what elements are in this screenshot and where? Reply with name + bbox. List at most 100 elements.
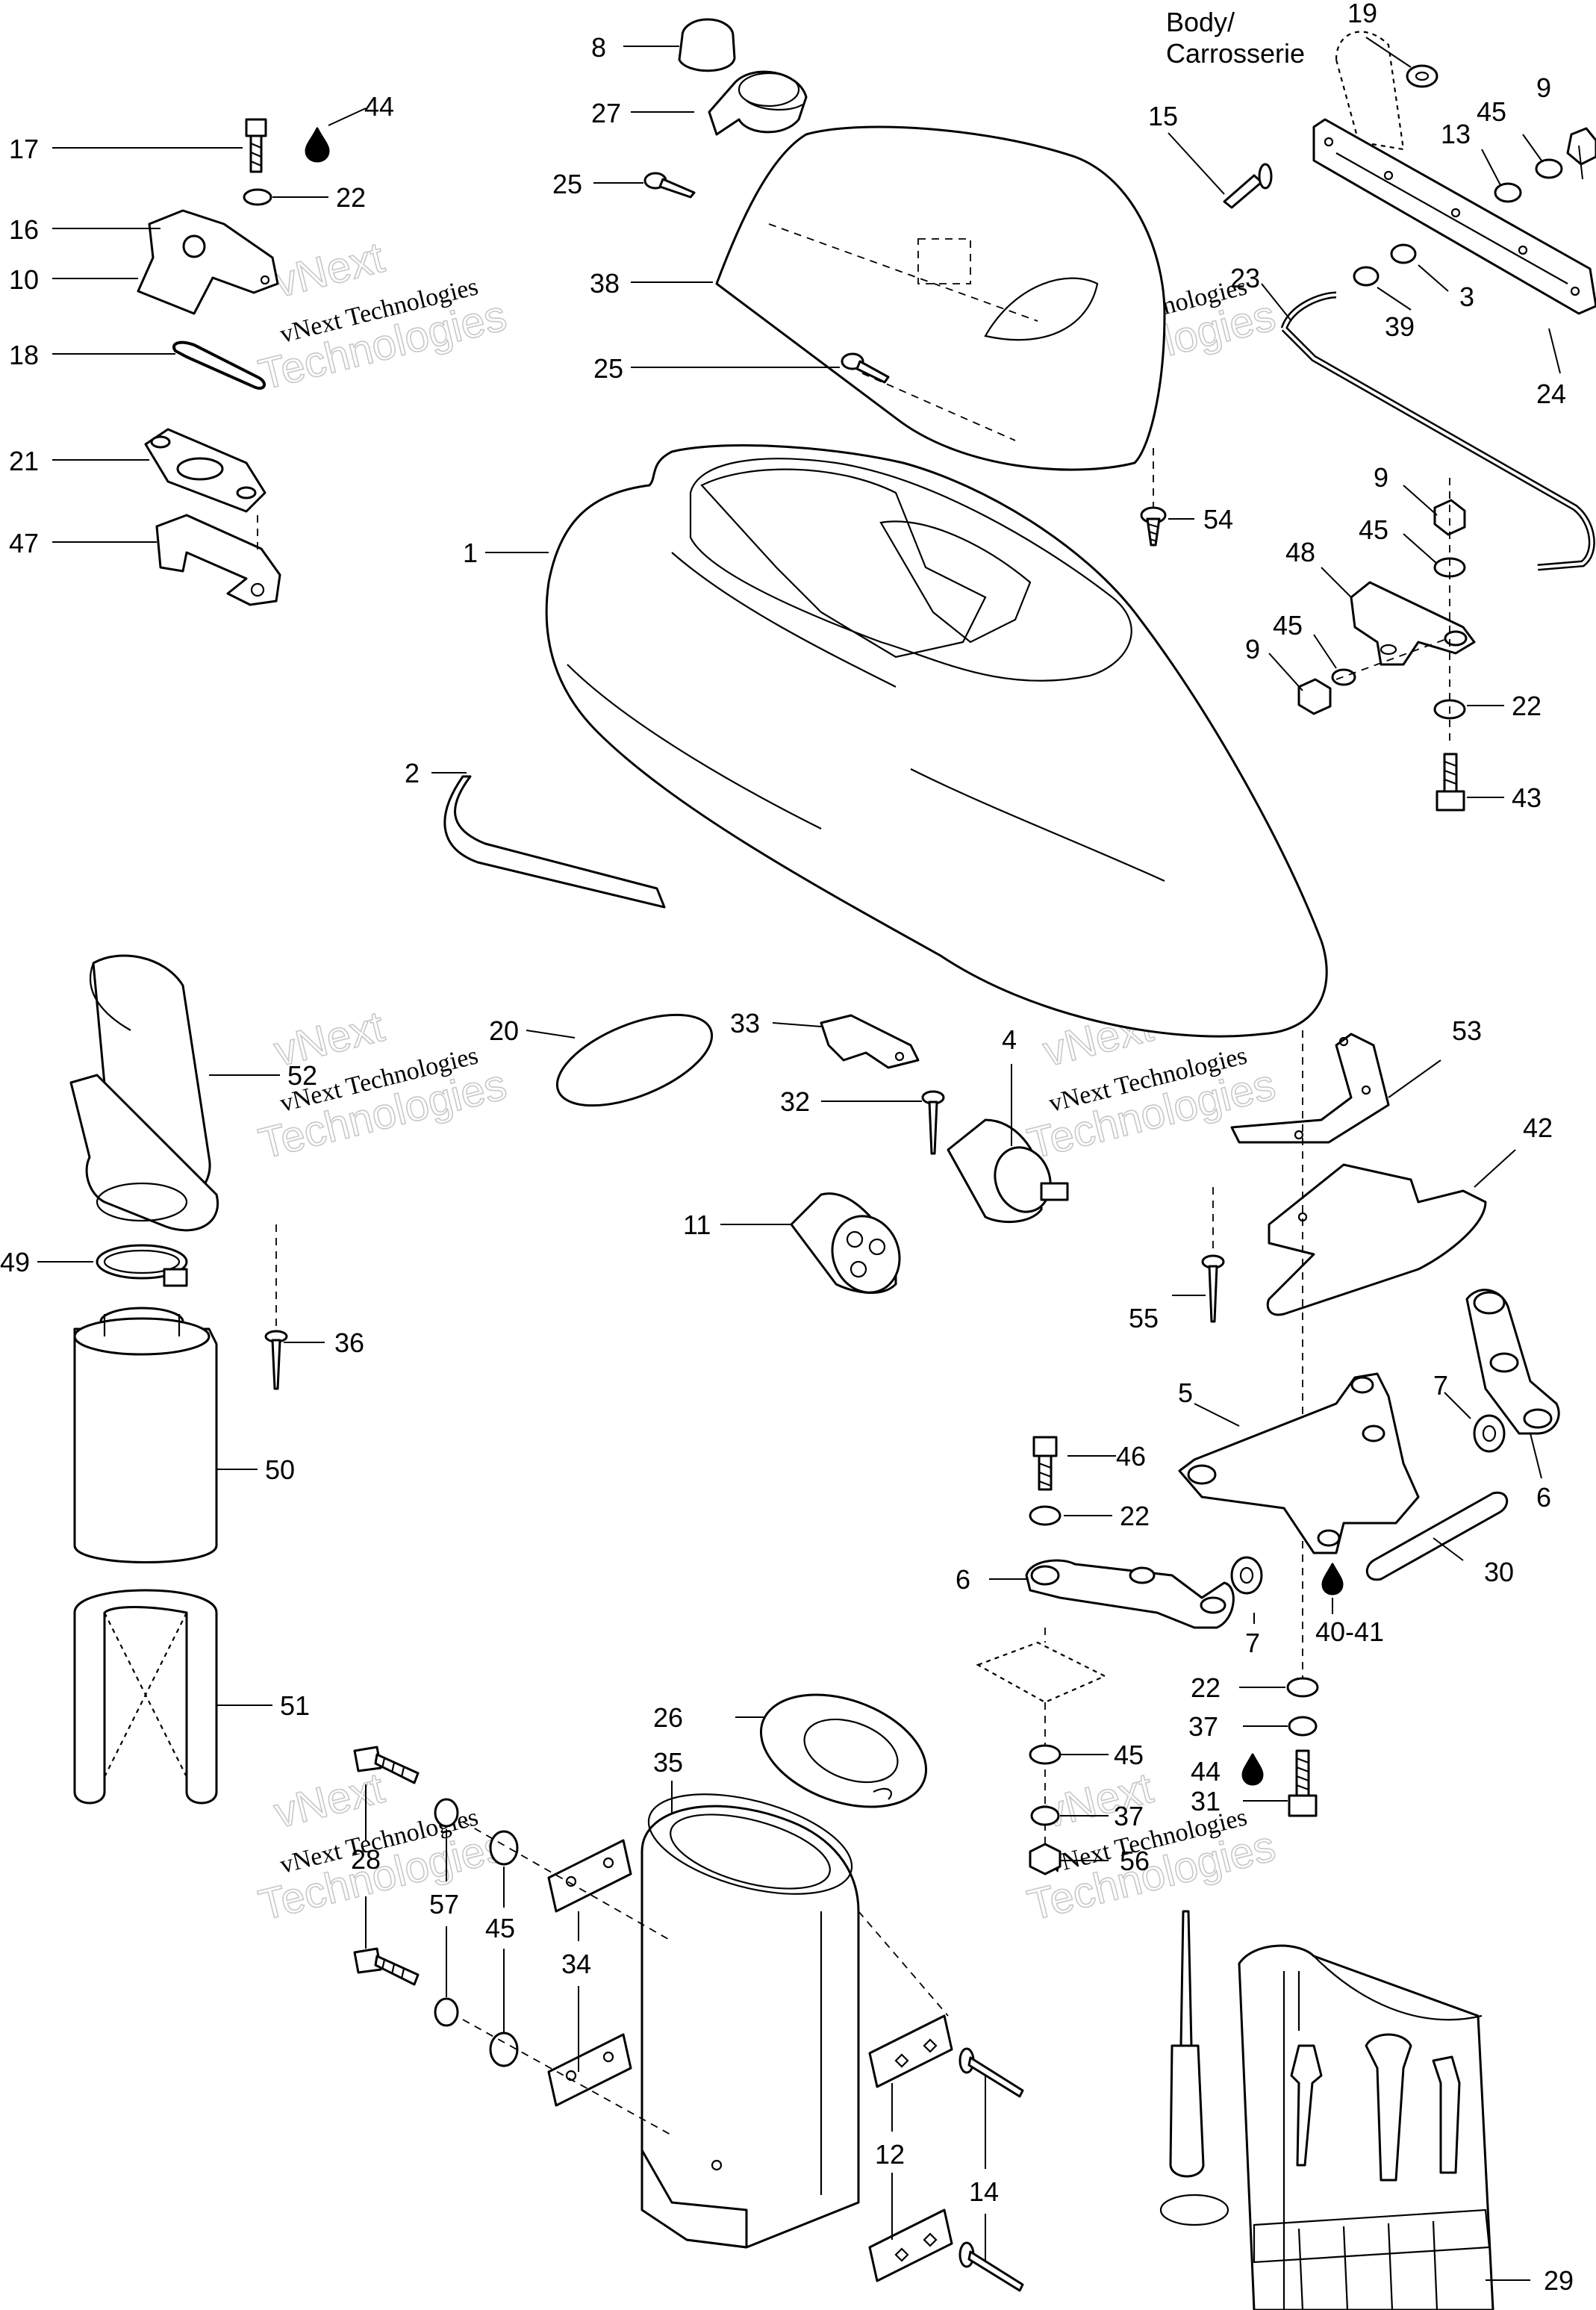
- callout-label: 17: [9, 134, 39, 164]
- part-washer-45: [1331, 668, 1356, 686]
- callout-label: 18: [9, 340, 39, 370]
- callout-label: 19: [1347, 0, 1377, 28]
- part-bolt-28: [353, 1746, 420, 1784]
- part-rivet-15: [1223, 163, 1273, 209]
- part-cup-11: [790, 1192, 901, 1295]
- callout-label: 29: [1544, 2265, 1574, 2296]
- part-pin-30: [1365, 1491, 1509, 1581]
- part-cap-8: [678, 18, 736, 72]
- part-pad: [976, 1641, 1107, 1704]
- callout-label: 8: [591, 32, 606, 63]
- part-bracket-47: [155, 514, 281, 606]
- part-washer-22: [243, 188, 272, 206]
- callout-label: 27: [591, 98, 621, 128]
- callout-label: 44: [1191, 1756, 1221, 1787]
- leader-lines: [37, 37, 1583, 2281]
- callout-label: 10: [9, 264, 39, 295]
- callout-label: 42: [1523, 1112, 1553, 1143]
- callout-label: 49: [0, 1247, 30, 1277]
- oil-drop-icon: [1321, 1563, 1344, 1595]
- part-rivet-14: [958, 2047, 1024, 2098]
- callout-label: 45: [1273, 610, 1303, 641]
- callout-label: 28: [351, 1844, 381, 1875]
- callout-label: 53: [1452, 1015, 1482, 1046]
- callout-label: 35: [653, 1747, 683, 1778]
- callout-label: 50: [265, 1454, 295, 1485]
- part-bushing-7: [1473, 1414, 1506, 1453]
- callout-label: 22: [1120, 1501, 1150, 1531]
- part-washer-45: [489, 1830, 519, 1866]
- callout-label: 39: [1385, 311, 1415, 342]
- callout-label: 13: [1441, 119, 1471, 149]
- callout-label: 38: [590, 268, 620, 299]
- part-plate-34: [547, 1839, 632, 1913]
- callout-label: 30: [1484, 1557, 1514, 1587]
- part-washer-13: [1494, 182, 1522, 203]
- part-washer-45: [1535, 158, 1563, 179]
- alignment-line: [1335, 638, 1449, 680]
- callout-label: 24: [1536, 379, 1566, 409]
- callout-label: 48: [1285, 537, 1315, 567]
- callout-label: 22: [336, 182, 366, 213]
- part-plate-12: [868, 2014, 953, 2088]
- part-body-bracket-19: [1335, 31, 1438, 151]
- callout-label: 45: [1359, 514, 1388, 545]
- callout-label: 26: [653, 1702, 683, 1733]
- alignment-line: [858, 1911, 949, 2017]
- part-rivet-55: [1201, 1254, 1225, 1323]
- part-screw-25: [643, 172, 696, 199]
- body-note-line1: Body/: [1166, 7, 1235, 37]
- oil-drop-icon: [1241, 1753, 1264, 1786]
- callout-label: 45: [1114, 1740, 1144, 1770]
- callout-label: 23: [1230, 263, 1260, 293]
- part-bracket-53: [1230, 1033, 1390, 1144]
- callout-label: 51: [280, 1690, 310, 1721]
- part-bolt-43: [1436, 753, 1465, 812]
- part-clip-33: [820, 1014, 920, 1069]
- part-lockwasher-57: [434, 1798, 459, 1828]
- callout-label: 20: [489, 1015, 519, 1046]
- callout-label: 44: [364, 91, 394, 122]
- part-bolt-31: [1288, 1749, 1318, 1817]
- callout-label: 6: [1536, 1482, 1551, 1513]
- part-screw-25: [841, 352, 890, 384]
- oil-drop-icon: [305, 127, 330, 163]
- callout-label: 47: [9, 528, 39, 558]
- callout-label: 15: [1148, 101, 1178, 131]
- callout-label: 9: [1374, 462, 1388, 493]
- callout-label: 7: [1433, 1370, 1448, 1401]
- part-rivet-14: [958, 2241, 1024, 2292]
- part-hood-1: [545, 444, 1328, 1038]
- part-washer-45: [1029, 1744, 1062, 1765]
- callout-label: 46: [1116, 1441, 1146, 1472]
- callout-label: 57: [429, 1889, 459, 1920]
- callout-label: 25: [593, 353, 623, 384]
- callout-label: 34: [561, 1949, 591, 1979]
- part-lockwasher-37: [1030, 1805, 1060, 1826]
- callout-label: 43: [1512, 782, 1542, 813]
- part-disc-20: [555, 1013, 714, 1107]
- part-rivet-32: [921, 1090, 945, 1155]
- part-washer-22: [1029, 1505, 1062, 1526]
- callout-label: 56: [1120, 1846, 1150, 1876]
- body-note: Body/ Carrosserie: [1166, 7, 1305, 69]
- callout-label: 7: [1245, 1628, 1260, 1658]
- part-bolt-17: [245, 118, 267, 173]
- callout-label: 2: [405, 758, 420, 788]
- part-bracket-21: [144, 428, 266, 513]
- part-vent-52: [69, 954, 219, 1232]
- part-plate-12: [868, 2208, 953, 2282]
- body-note-line2: Carrosserie: [1166, 38, 1305, 69]
- callout-label: 52: [287, 1060, 317, 1091]
- part-cover-38: [715, 125, 1166, 471]
- part-bolt-46: [1032, 1436, 1058, 1491]
- callout-label: 5: [1178, 1377, 1193, 1408]
- part-bolt-28: [353, 1947, 420, 1986]
- part-plate-24: [1312, 118, 1596, 315]
- callout-label: 55: [1129, 1303, 1159, 1333]
- callout-label: 25: [552, 169, 582, 199]
- callout-label: 16: [9, 214, 39, 245]
- part-toolkit-29: [1159, 1910, 1494, 2310]
- callout-label: 4: [1002, 1024, 1017, 1055]
